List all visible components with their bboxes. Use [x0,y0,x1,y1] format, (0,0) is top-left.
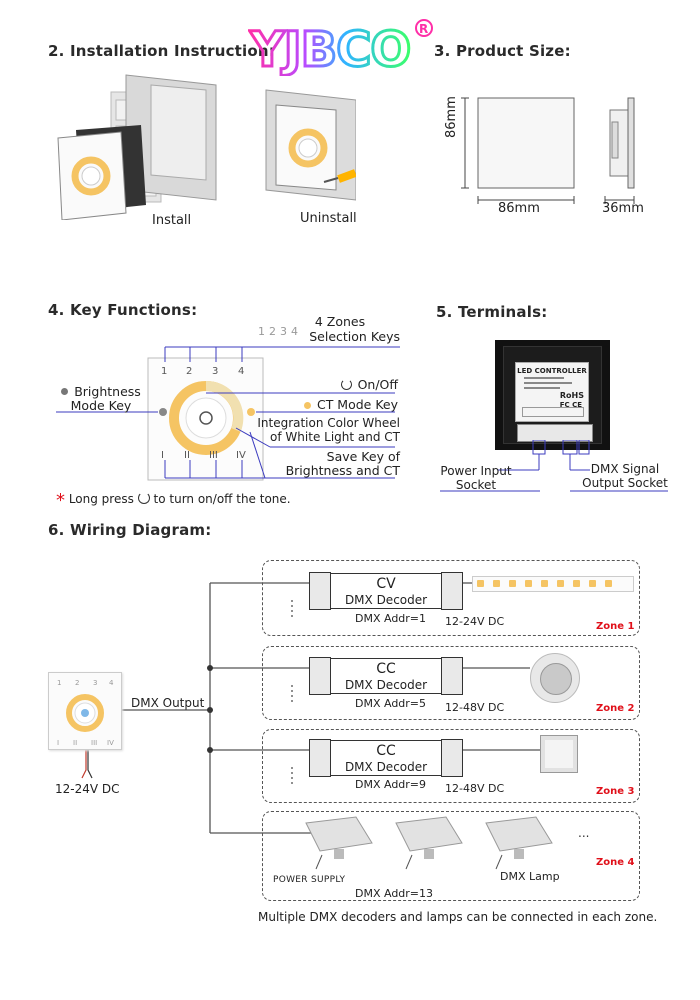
svg-text:II: II [73,739,77,747]
save-key-label: Save Key of Brightness and CT [285,449,400,478]
zone-4-addr: DMX Addr=13 [355,887,434,900]
zone-4-label: Zone 4 [596,857,635,868]
zone-2-box [262,646,640,720]
svg-text:...: ... [578,826,589,840]
zone-2-voltage: 12-48V DC [445,701,505,714]
panel-lamp [540,735,578,773]
zone-3-addr: DMX Addr=9 [355,778,427,791]
dmx-lamp-label: DMX Lamp [500,870,560,883]
color-wheel-label: Integration Color Wheel of White Light a… [257,416,400,444]
zone-keys-hint: 1234 [258,325,302,338]
svg-text:2: 2 [75,679,79,687]
wiring-footnote: Multiple DMX decoders and lamps can be c… [258,910,658,924]
board-title: LED CONTROLLER [517,367,587,375]
uninstall-label: Uninstall [300,211,357,226]
zone-3-voltage: 12-48V DC [445,782,505,795]
zone-3-box [262,729,640,803]
long-press-note: * Long press to turn on/off the tone. [56,490,291,511]
power-supply-label: POWER SUPPLY [273,875,346,885]
terminal-module: LED CONTROLLER RoHS FC CE [495,340,610,450]
brand-logo-text: YJBCO [249,22,410,76]
svg-text:IV: IV [107,739,114,747]
panel-key-2[interactable]: 2 [186,366,193,377]
panel-save-3[interactable]: III [209,450,218,461]
brightness-dot-icon [61,388,69,395]
heading-key-functions: 4. Key Functions: [48,301,198,319]
zone-2-decoder[interactable]: CC DMX Decoder [309,657,463,695]
zone-1-label: Zone 1 [596,621,635,632]
terminal-blocks [517,424,593,442]
svg-text:III: III [91,739,97,747]
heading-wiring: 6. Wiring Diagram: [48,521,212,539]
power-icon [137,492,150,504]
heading-terminals: 5. Terminals: [436,303,548,321]
svg-text:3: 3 [93,679,97,687]
zone-4-lamps: ... [296,815,596,875]
led-strip [472,576,634,592]
zone-4-box [262,811,640,901]
size-depth-label: 36mm [602,201,644,216]
panel-power-text: 12-24V DC [55,782,120,796]
panel-key-1[interactable]: 1 [161,366,168,377]
zone-1-voltage: 12-24V DC [445,615,505,628]
panel-key-4[interactable]: 4 [238,366,245,377]
brightness-mode-label: Brightness Mode Key [56,385,146,413]
size-width-label: 86mm [498,201,540,216]
zone-1-addr: DMX Addr=1 [355,612,427,625]
terminal-callouts [440,440,670,500]
power-icon [340,379,352,390]
zone-2-addr: DMX Addr=5 [355,697,427,710]
zone-1-decoder[interactable]: CV DMX Decoder [309,572,463,610]
zone-2-label: Zone 2 [596,703,635,714]
key-functions-diagram [50,320,410,500]
ct-dot-icon [303,402,311,409]
zone-3-decoder[interactable]: CC DMX Decoder [309,739,463,777]
rohs-mark: RoHS [559,391,584,400]
zone-3-label: Zone 3 [596,786,635,797]
heading-product-size: 3. Product Size: [434,42,571,60]
ce-mark: FC CE [559,401,582,409]
ct-mode-label: CT Mode Key [288,397,398,412]
panel-save-2[interactable]: II [184,450,190,461]
install-label: Install [152,213,192,228]
zones-selection-label: 4 Zones Selection Keys [309,314,400,344]
onoff-label: On/Off [300,377,398,392]
product-size-drawing [440,80,670,230]
installation-illustration [56,70,356,220]
panel-save-4[interactable]: IV [236,450,246,461]
svg-text:I: I [57,739,59,747]
svg-text:4: 4 [109,679,114,687]
panel-key-3[interactable]: 3 [212,366,219,377]
svg-text:R: R [419,22,428,36]
zone-1-box [262,560,640,636]
label-sticker: LED CONTROLLER RoHS FC CE [515,362,589,422]
wall-panel-controller[interactable]: 1 2 3 4 I II III IV [48,672,122,750]
downlight-lamp [530,653,580,703]
heading-installation: 2. Installation Instruction: [48,42,275,60]
dmx-output-text: DMX Output [131,696,205,710]
brand-logo: YJBCO R [248,16,438,76]
panel-save-1[interactable]: I [161,450,164,461]
svg-text:1: 1 [57,679,61,687]
